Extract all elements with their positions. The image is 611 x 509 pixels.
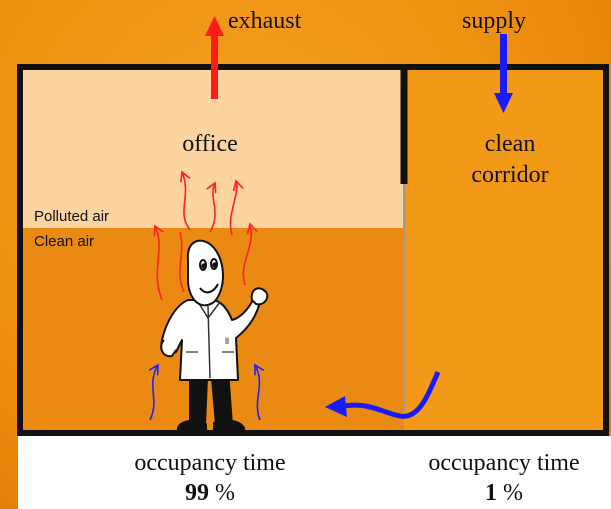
corridor-label: clean corridor [455, 129, 565, 191]
exhaust-arrow-icon [205, 16, 224, 99]
polluted-air-flow-arrows [153, 170, 258, 301]
clean-air-label: Clean air [34, 233, 95, 250]
air-flow-arrow-icon [153, 224, 164, 301]
office-occupancy: occupancy time 99 % [110, 448, 310, 508]
occupancy-band [18, 436, 611, 509]
corridor-occupancy: occupancy time 1 % [402, 448, 606, 508]
air-flow-arrow-icon [148, 363, 159, 421]
person-figure-icon: ll [160, 239, 269, 431]
supply-arrow-icon [494, 34, 513, 113]
transfer-air-arrow-icon [342, 370, 441, 419]
corridor-label-line2: corridor [471, 162, 549, 188]
transfer-air-arrowhead [325, 396, 347, 417]
svg-text:ll: ll [225, 336, 229, 346]
air-flow-arrow-icon [179, 231, 185, 293]
corridor-label-line1: clean [484, 131, 536, 157]
office-occupancy-value: 99 [185, 480, 209, 506]
building-outline [17, 64, 609, 436]
office-occupancy-unit: % [215, 480, 235, 506]
corridor-occupancy-unit: % [503, 480, 523, 506]
corridor-occupancy-label: occupancy time [428, 450, 580, 476]
air-flow-arrow-icon [242, 222, 258, 286]
corridor-occupancy-value: 1 [485, 480, 497, 506]
exhaust-label: exhaust [228, 8, 302, 34]
supply-label: supply [462, 8, 527, 34]
clean-air-flow-arrows [148, 363, 265, 421]
air-flow-arrow-icon [206, 181, 217, 233]
office-occupancy-label: occupancy time [134, 450, 286, 476]
air-flow-arrow-icon [229, 179, 244, 236]
air-flow-arrow-icon [180, 170, 191, 231]
air-flow-arrow-icon [254, 363, 265, 421]
office-label: office [182, 131, 238, 157]
polluted-air-label: Polluted air [34, 208, 110, 225]
